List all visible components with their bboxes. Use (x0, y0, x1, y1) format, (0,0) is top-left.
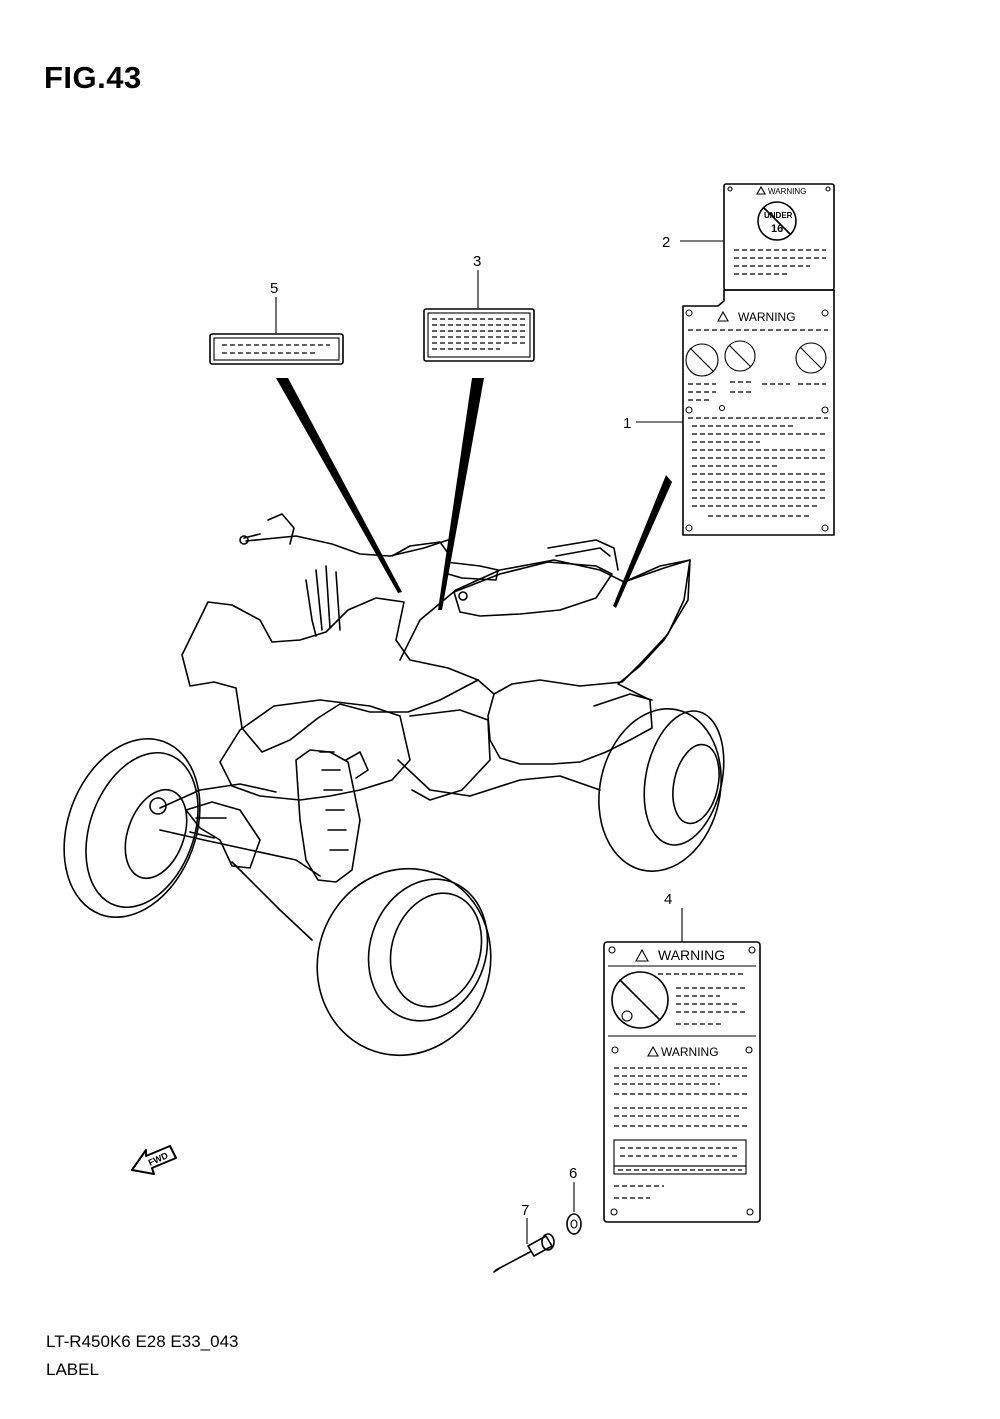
callout-3: 3 (473, 253, 481, 270)
callout-2: 2 (662, 234, 670, 251)
label-4: WARNING WARNING (603, 941, 761, 1223)
callout-1: 1 (623, 415, 631, 432)
label-2: WARNING UNDER 16 (723, 183, 835, 291)
callout-4: 4 (664, 891, 672, 908)
label-pointers (276, 378, 672, 610)
figure-title: FIG.43 (44, 60, 142, 95)
leader-lines (275, 240, 724, 1244)
under-badge-text: UNDER (764, 211, 793, 220)
label-4-warning-small-text: WARNING (661, 1045, 719, 1059)
label-3 (423, 308, 535, 362)
callout-5: 5 (270, 280, 278, 297)
label-2-warning-text: WARNING (768, 187, 806, 196)
callout-7: 7 (521, 1202, 529, 1219)
fwd-arrow: FWD (131, 1145, 177, 1175)
label-1-warning-text: WARNING (738, 310, 796, 324)
callout-6: 6 (569, 1165, 577, 1182)
under-age-text: 16 (771, 223, 783, 235)
atv-vehicle (63, 513, 725, 1057)
label-5 (209, 333, 344, 365)
rivet-part-7 (493, 1233, 555, 1273)
label-1: WARNING (682, 289, 835, 536)
label-4-warning-text: WARNING (658, 947, 725, 963)
footer-figure-name: LABEL (46, 1360, 99, 1379)
footer-model-code: LT-R450K6 E28 E33_043 (46, 1332, 239, 1351)
washer-part-6 (566, 1213, 582, 1235)
